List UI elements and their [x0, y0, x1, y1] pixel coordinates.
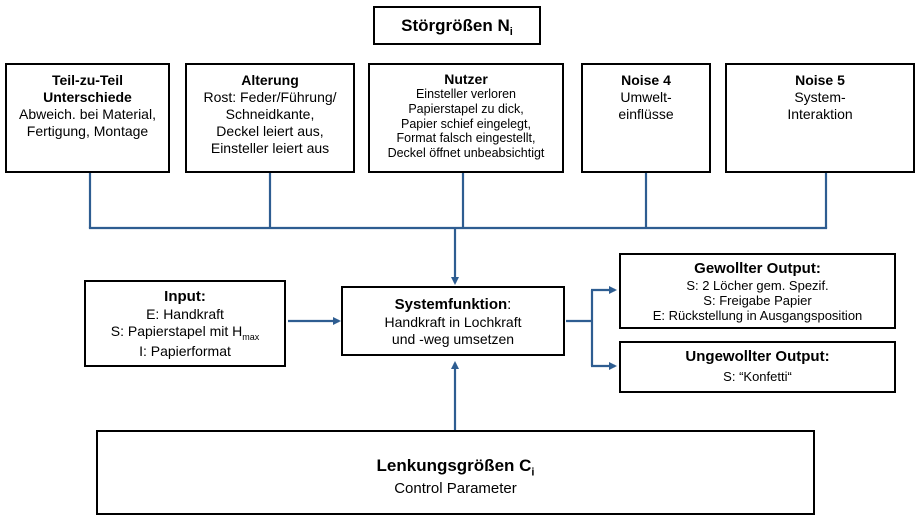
wanted-output-box: Gewollter Output: S: 2 Löcher gem. Spezi… — [619, 253, 896, 329]
control-parameters-title-text: Lenkungsgrößen C — [376, 456, 532, 475]
noise-box-body-line: Schneidkante, — [225, 106, 315, 123]
noise-box-body-line: Umwelt- — [620, 89, 672, 106]
noise-box-title-line: Alterung — [241, 72, 299, 88]
noise-box-body-line: Papier schief eingelegt, — [401, 116, 531, 131]
control-parameters-subtitle: Control Parameter — [394, 479, 517, 497]
noise-factors-title: Störgrößen Ni — [373, 6, 541, 45]
control-parameters-title: Lenkungsgrößen Ci — [98, 456, 813, 480]
system-function-title-text: Systemfunktion — [394, 296, 508, 313]
noise-box-part-to-part: Teil-zu-Teil Unterschiede Abweich. bei M… — [5, 63, 170, 173]
noise-box-noise-4: Noise 4 Umwelt- einflüsse — [581, 63, 711, 173]
noise-factors-title-sub: i — [509, 26, 513, 39]
noise-box-body-line: Abweich. bei Material, — [19, 106, 156, 123]
wanted-output-line: S: 2 Löcher gem. Spezif. — [686, 277, 829, 293]
system-function-line: und -weg umsetzen — [391, 331, 515, 348]
unwanted-output-title: Ungewollter Output: — [685, 348, 830, 365]
control-parameters-box: Lenkungsgrößen Ci Control Parameter — [96, 430, 815, 515]
noise-box-title-line: Teil-zu-Teil — [51, 72, 124, 88]
input-box: Input: E: Handkraft S: Papierstapel mit … — [84, 280, 286, 367]
noise-box-body-line: System- — [794, 89, 846, 106]
system-function-box: Systemfunktion: Handkraft in Lochkraft u… — [341, 286, 565, 356]
wanted-output-line: E: Rückstellung in Ausgangsposition — [652, 308, 863, 324]
wanted-output-title: Gewollter Output: — [694, 260, 821, 277]
system-function-title-colon: : — [507, 296, 512, 313]
noise-box-body-line: Deckel öffnet unbeabsichtigt — [387, 145, 545, 160]
noise-box-noise-5: Noise 5 System- Interaktion — [725, 63, 915, 173]
noise-box-title-line: Unterschiede — [43, 89, 132, 106]
input-title: Input: — [164, 288, 206, 305]
wanted-output-line: S: Freigabe Papier — [703, 293, 812, 309]
system-function-line: Handkraft in Lochkraft — [384, 314, 522, 331]
noise-box-user: Nutzer Einsteller verloren Papierstapel … — [368, 63, 564, 173]
noise-box-body-line: Papierstapel zu dick, — [408, 102, 524, 116]
input-line: S: Papierstapel mit Hmax — [86, 323, 284, 343]
noise-box-title-line: Noise 5 — [795, 72, 845, 88]
input-line-text: S: Papierstapel mit H — [110, 323, 243, 340]
input-line: I: Papierformat — [139, 343, 231, 360]
unwanted-output-box: Ungewollter Output: S: “Konfetti“ — [619, 341, 896, 393]
noise-box-title-line: Nutzer — [444, 71, 488, 87]
noise-box-body-line: Format falsch eingestellt, — [396, 131, 536, 146]
noise-box-body-line: einflüsse — [618, 106, 674, 123]
noise-factors-title-text: Störgrößen N — [401, 16, 510, 35]
noise-box-body-line: Rost: Feder/Führung/ — [203, 89, 337, 106]
noise-box-body-line: Einsteller leiert aus — [210, 140, 330, 157]
unwanted-output-line: S: “Konfetti“ — [723, 369, 792, 385]
control-parameters-title-sub: i — [531, 466, 535, 479]
system-function-title: Systemfunktion: — [343, 296, 563, 314]
noise-box-title-line: Noise 4 — [621, 72, 671, 88]
noise-box-body-line: Deckel leiert aus, — [216, 123, 324, 140]
input-line-sub: max — [242, 332, 260, 343]
noise-box-aging: Alterung Rost: Feder/Führung/ Schneidkan… — [185, 63, 355, 173]
noise-box-body-line: Fertigung, Montage — [26, 123, 149, 140]
input-line: E: Handkraft — [146, 306, 224, 323]
noise-box-body-line: Einsteller verloren — [415, 87, 517, 102]
noise-box-body-line: Interaktion — [787, 106, 853, 123]
